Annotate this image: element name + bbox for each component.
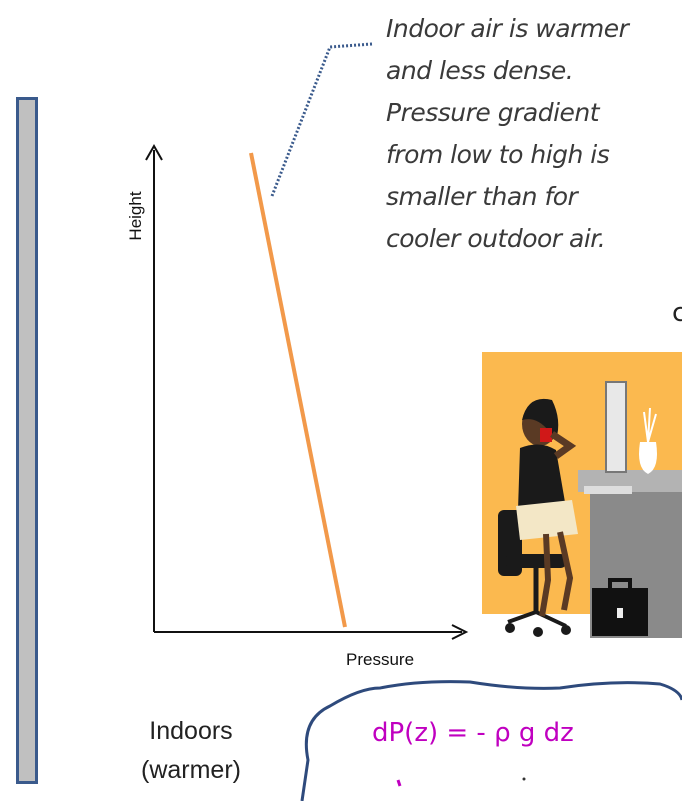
callout-line: Indoor air is warmer [386, 14, 629, 43]
pressure-profile-line [249, 152, 347, 628]
indoors-label-line2: (warmer) [141, 756, 241, 784]
chair-seat [506, 554, 566, 568]
skirt [516, 500, 578, 540]
equation-box-tail [396, 779, 402, 787]
chair-base [507, 609, 567, 628]
keyboard [584, 486, 632, 494]
x-axis-arrowhead [451, 624, 469, 640]
torso [518, 444, 566, 510]
callout-text: Indoor air is warmer and less dense. Pre… [386, 8, 682, 260]
stray-character: c [672, 298, 682, 328]
y-axis-arrowhead [145, 143, 163, 161]
legs [539, 531, 574, 617]
x-axis-label: Pressure [346, 650, 415, 669]
flower-stems [643, 407, 657, 443]
monitor [605, 381, 627, 473]
callout-line: cooler outdoor air. [386, 224, 606, 253]
coffee-cup [540, 428, 552, 442]
briefcase-handle [608, 578, 632, 588]
callout-line: Pressure gradient [386, 98, 600, 127]
arm [550, 431, 577, 459]
hydrostatic-equation: dP(z) = - ρ g dz [372, 718, 574, 748]
callout-line: from low to high is [386, 140, 610, 169]
equation-box [300, 680, 682, 801]
callout-leader-line [270, 42, 373, 197]
office-worker-illustration [482, 352, 682, 638]
callout-line: and less dense. [386, 56, 574, 85]
wall-bar [16, 97, 38, 784]
indoors-label: Indoors (warmer) [108, 712, 274, 790]
vase [639, 442, 657, 474]
y-axis-label: Height [126, 191, 145, 241]
indoors-label-line1: Indoors [149, 717, 233, 745]
callout-line: smaller than for [386, 182, 578, 211]
